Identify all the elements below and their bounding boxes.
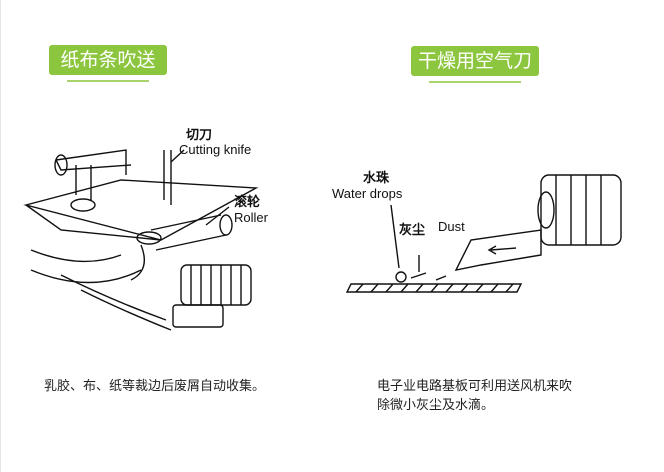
right-title-badge: 干燥用空气刀 — [411, 46, 539, 83]
left-caption: 乳胶、布、纸等裁边后废屑自动收集。 — [44, 379, 266, 394]
dust-label-en: Dust — [438, 219, 465, 234]
air-knife-diagram — [345, 174, 622, 293]
water-label-en: Water drops — [332, 186, 403, 201]
knife-label-cn: 切刀 — [186, 128, 213, 143]
left-title-badge: 纸布条吹送 — [49, 45, 167, 82]
roller-label-en: Roller — [234, 210, 268, 225]
water-label-cn: 水珠 — [363, 171, 390, 186]
paper-strip-blower-diagram — [23, 149, 259, 331]
right-caption-line2: 除微小灰尘及水滴。 — [377, 398, 495, 413]
dust-label-cn: 灰尘 — [399, 223, 426, 238]
knife-label-en: Cutting knife — [179, 142, 252, 157]
right-caption-line1: 电子业电路基板可利用送风机来吹 — [377, 379, 573, 394]
roller-label-cn: 滚轮 — [234, 195, 261, 210]
